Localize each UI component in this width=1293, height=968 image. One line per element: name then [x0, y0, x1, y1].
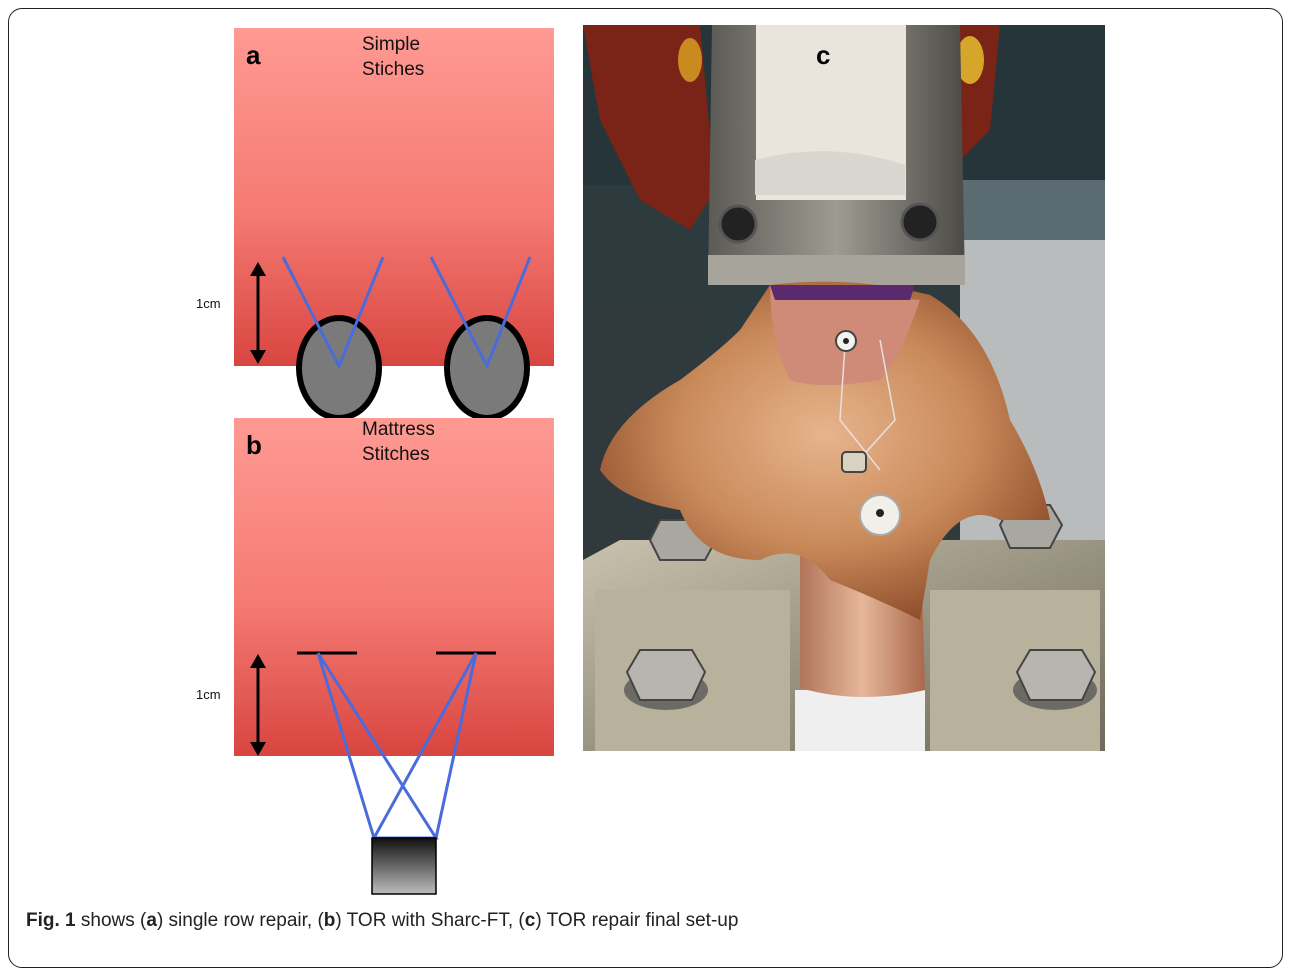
caption-fig-label: Fig. 1: [26, 910, 76, 931]
panel-b-diagram: [234, 418, 554, 894]
panel-a-diagram: [234, 28, 554, 418]
panel-b-title-line2: Stitches: [362, 442, 435, 467]
panel-b-label: b: [246, 430, 262, 461]
panel-a-scale-label: 1cm: [196, 296, 221, 311]
caption-ref-a: a: [146, 910, 157, 931]
panel-a-title-line1: Simple: [362, 32, 424, 57]
clamp-bolt-right: [902, 204, 938, 240]
panel-a-title-line2: Stiches: [362, 57, 424, 82]
caption-ref-b: b: [324, 910, 336, 931]
caption-ref-c: c: [525, 910, 536, 931]
panel-b-title: Mattress Stitches: [362, 417, 435, 467]
panel-a-title: Simple Stiches: [362, 32, 424, 82]
figure-caption: Fig. 1 shows (a) single row repair, (b) …: [26, 910, 738, 932]
anchor-block-b: [372, 838, 436, 894]
figure-graphics: [0, 0, 1293, 940]
panel-c-label: c: [816, 40, 830, 71]
caption-text-3: ) TOR with Sharc-FT, (: [335, 910, 524, 931]
panel-a-label: a: [246, 40, 260, 71]
photo-anchor-middle: [842, 452, 866, 472]
caption-text-4: ) TOR repair final set-up: [535, 910, 738, 931]
fixture-nut-right: [1013, 650, 1097, 710]
fixture-nut-left: [624, 650, 708, 710]
caption-text-2: ) single row repair, (: [157, 910, 324, 931]
tissue-block-b: [234, 418, 554, 756]
panel-c-photo: [583, 25, 1105, 751]
caption-text-1: shows (: [76, 910, 147, 931]
panel-b-title-line1: Mattress: [362, 417, 435, 442]
panel-b-scale-label: 1cm: [196, 687, 221, 702]
clamp-bolt-left: [720, 206, 756, 242]
